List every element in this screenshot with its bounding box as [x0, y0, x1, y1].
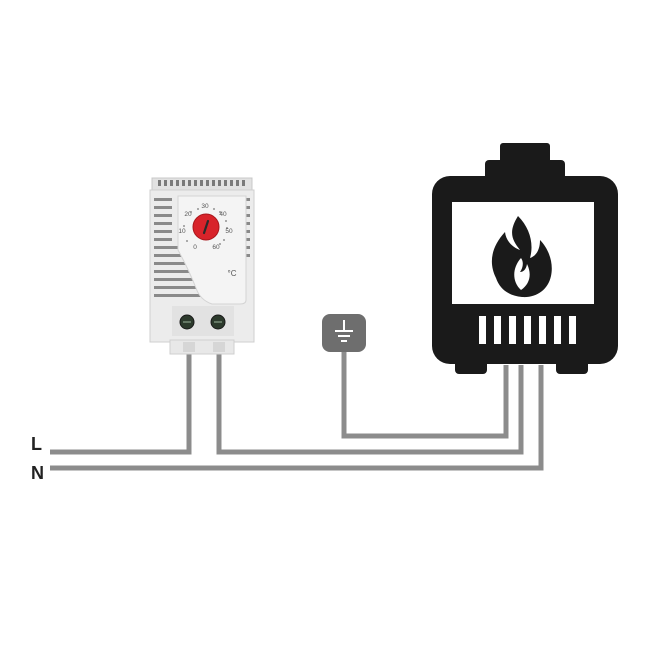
wires	[50, 350, 544, 471]
ground-icon	[322, 314, 366, 352]
knob-indicator	[202, 219, 210, 235]
dial-tick-label: 10	[178, 228, 186, 235]
thermostat-top-vents	[158, 180, 245, 186]
dial-tick-label: 40	[219, 211, 227, 218]
wire-thermostat-to-boiler	[216, 352, 524, 455]
thermostat-dial-scale: 30 40 50 60 0 10 20	[178, 203, 233, 251]
line-label-l: L	[31, 434, 42, 454]
boiler-top-neck	[485, 160, 565, 180]
boiler	[432, 143, 618, 374]
wire-line-l	[50, 352, 192, 455]
dial-tick-label: 20	[184, 211, 192, 218]
thermostat-unit-label: °C	[228, 269, 237, 278]
dial-tick-label: 60	[212, 244, 220, 251]
thermostat: 30 40 50 60 0 10 20 °C	[149, 177, 255, 355]
boiler-foot-right	[556, 360, 588, 374]
ground-symbol	[322, 314, 366, 352]
wire-ground	[341, 350, 509, 439]
dial-tick-dots	[183, 208, 228, 245]
boiler-top-cap	[500, 143, 550, 163]
thermostat-terminals	[172, 306, 234, 336]
boiler-foot-left	[455, 360, 487, 374]
dial-tick-label: 0	[193, 244, 197, 251]
dial-tick-label: 50	[225, 228, 233, 235]
boiler-vents	[479, 316, 576, 344]
dial-tick-label: 30	[201, 203, 209, 210]
wire-neutral-n	[50, 365, 544, 471]
line-label-n: N	[31, 463, 44, 483]
boiler-flame-icon	[491, 216, 552, 298]
